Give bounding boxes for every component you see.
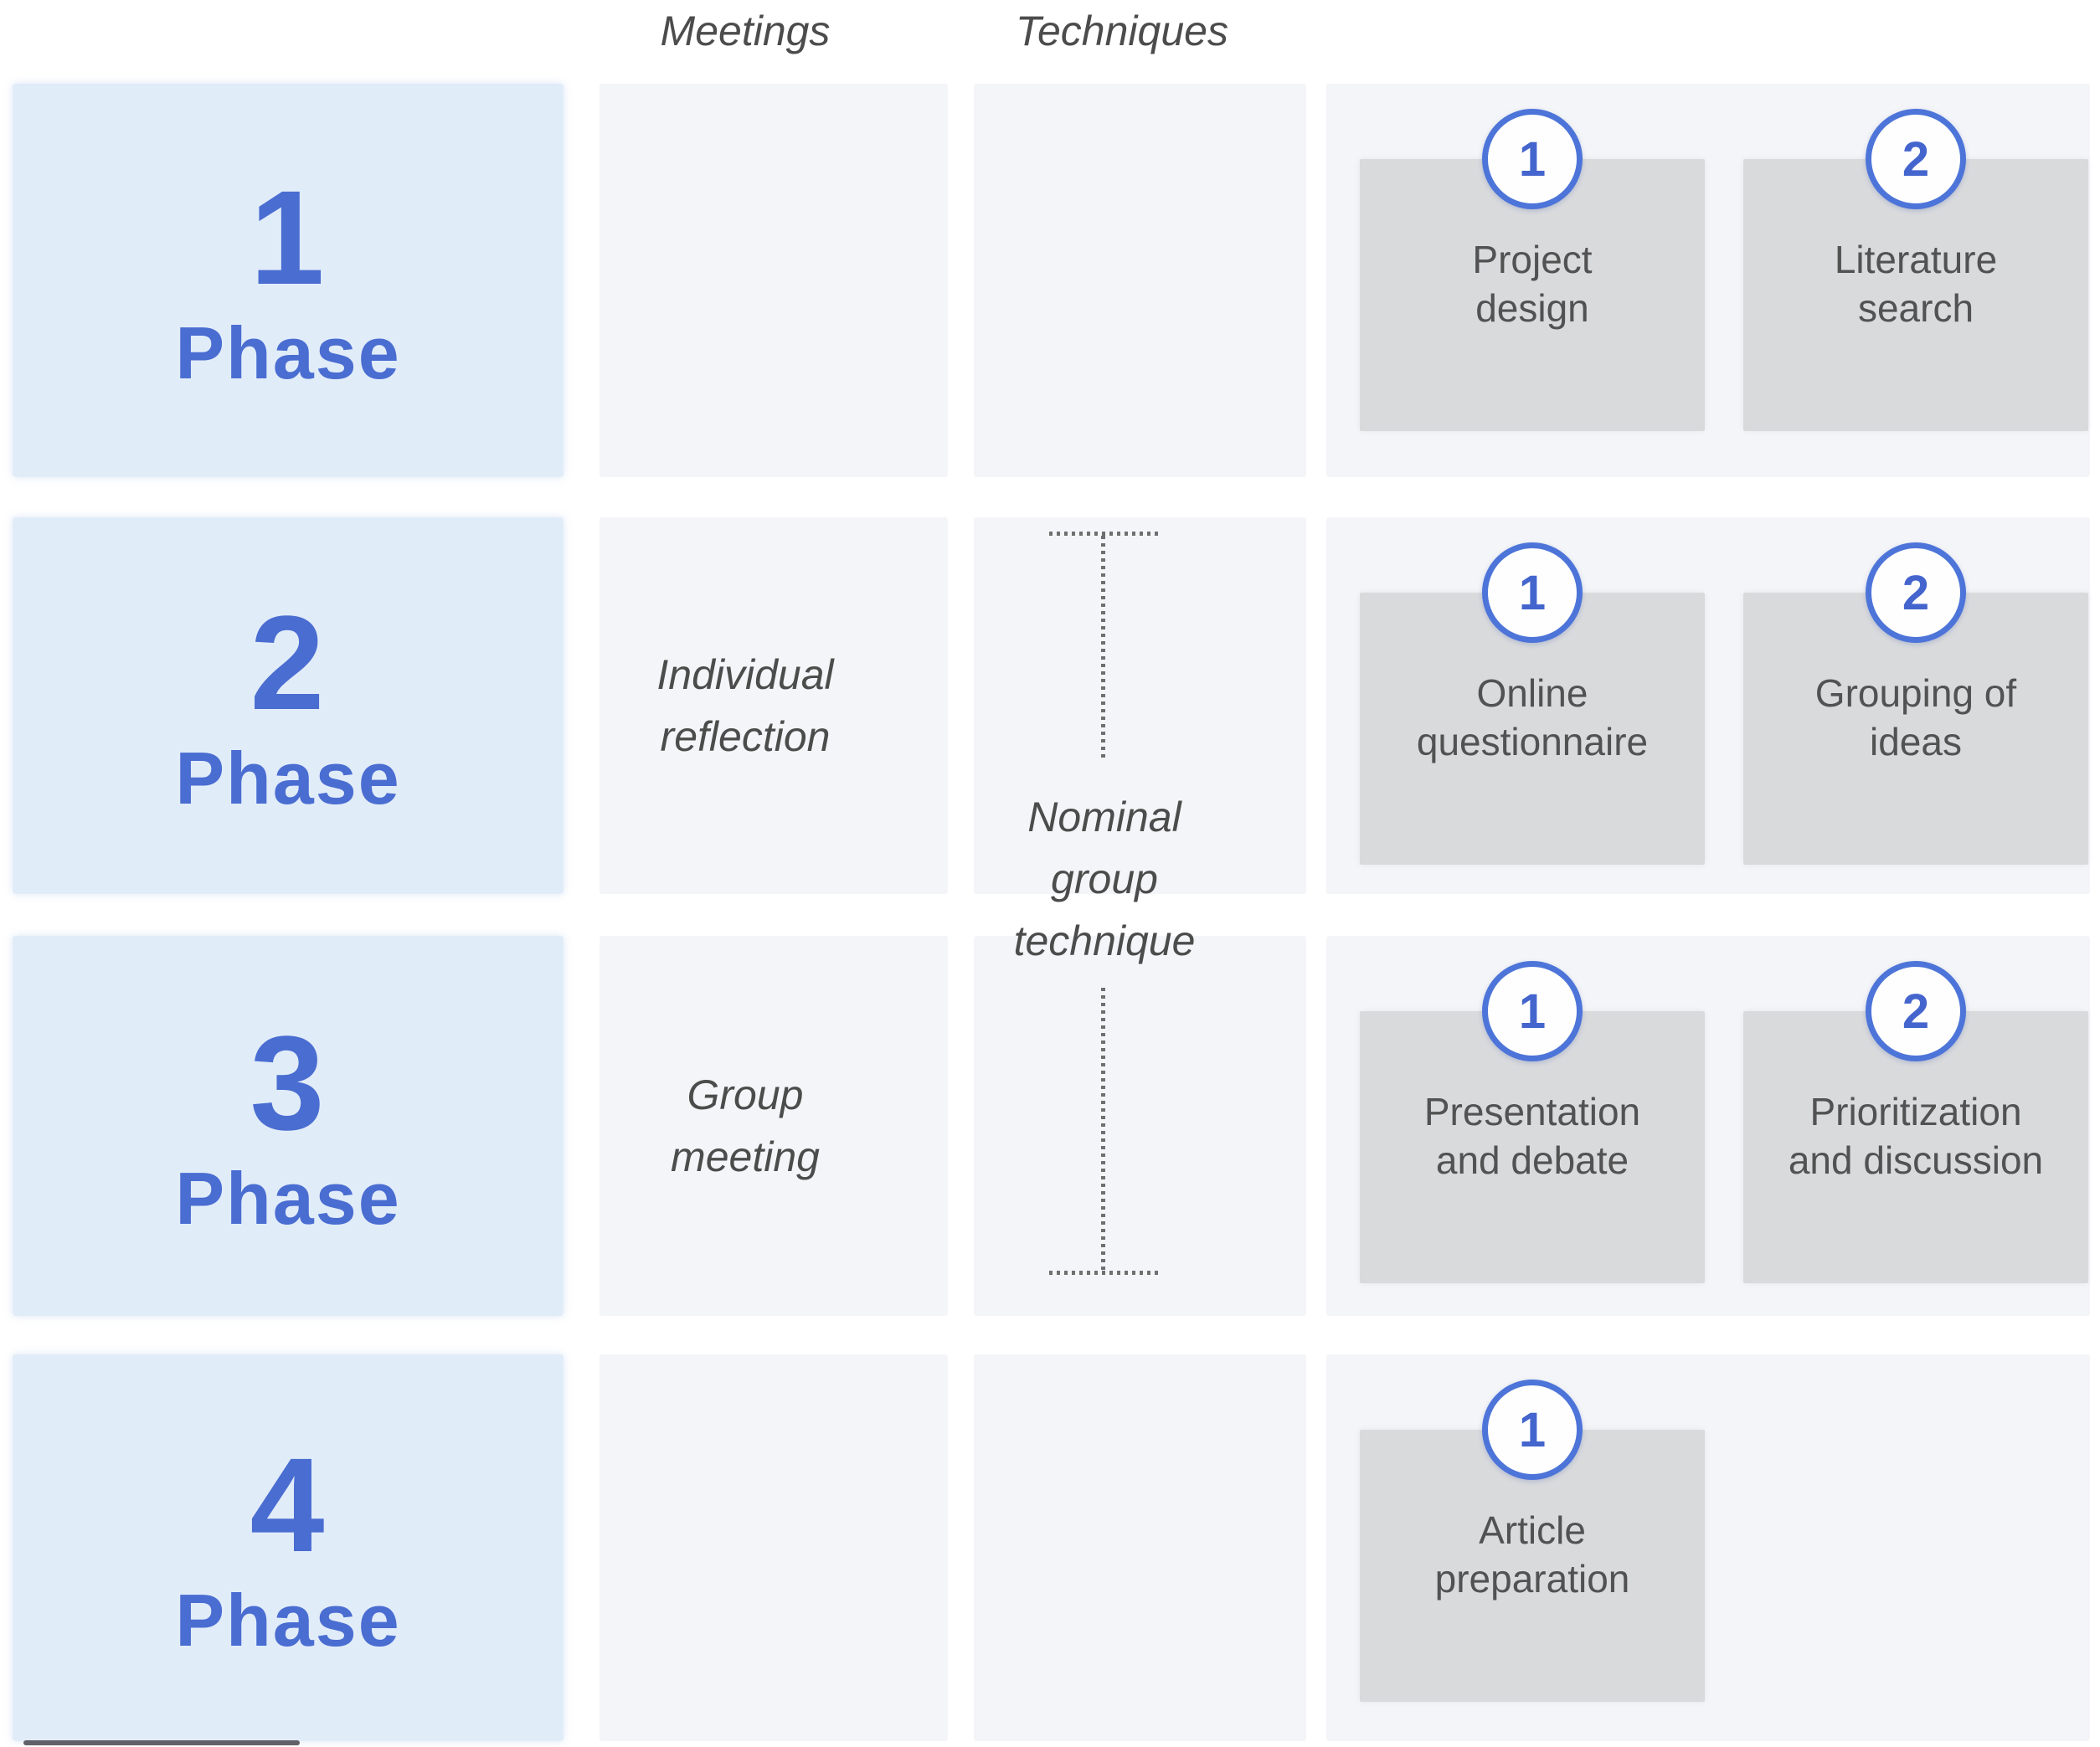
bracket-bottom-bar xyxy=(1049,1271,1160,1275)
step-number-badge-2: 2 xyxy=(1866,109,1966,209)
meeting-label-line: Individual xyxy=(656,651,834,698)
meeting-label-line: meeting xyxy=(671,1133,820,1180)
step-number-badge-2: 2 xyxy=(1866,542,1966,643)
step-title-line: Grouping of xyxy=(1814,671,2017,715)
step-title: Literature search xyxy=(1835,235,1997,332)
step-number-badge-1: 1 xyxy=(1482,961,1583,1061)
phase-3-row: 3 Phase Group meeting Presentation and d… xyxy=(0,936,2100,1316)
step-number-badge-2: 2 xyxy=(1866,961,1966,1061)
step-card-prioritization-and-discussion: Prioritization and discussion xyxy=(1743,1011,2088,1283)
step-title-line: Literature xyxy=(1834,237,1998,281)
meetings-column-background xyxy=(600,517,948,894)
step-title-line: questionnaire xyxy=(1416,719,1649,763)
step-title-line: design xyxy=(1475,285,1589,330)
step-title: Presentation and debate xyxy=(1424,1087,1640,1184)
technique-label-line: group xyxy=(1051,856,1158,902)
phase-3-card: 3 Phase xyxy=(13,936,564,1316)
phase-4-row: 4 Phase Article preparation 1 xyxy=(0,1354,2100,1741)
phase-4-label: Phase xyxy=(175,1579,401,1662)
meeting-label-line: reflection xyxy=(660,713,831,760)
techniques-column-background xyxy=(974,936,1306,1316)
techniques-column-background xyxy=(974,1354,1306,1741)
bracket-top-bar xyxy=(1049,532,1160,536)
phase-4-card: 4 Phase xyxy=(13,1354,564,1741)
meetings-column-background xyxy=(600,84,948,477)
phase-2-number: 2 xyxy=(250,588,327,737)
techniques-column-header: Techniques xyxy=(1016,8,1228,54)
technique-label-line: technique xyxy=(1013,917,1196,964)
step-title-line: Prioritization xyxy=(1809,1089,2022,1133)
scan-artifact-line xyxy=(23,1740,300,1745)
step-title-line: and debate xyxy=(1435,1138,1629,1182)
meetings-column-background xyxy=(600,1354,948,1741)
meetings-column-header: Meetings xyxy=(660,8,831,54)
techniques-column-background xyxy=(974,84,1306,477)
technique-label-nominal-group-technique: Nominal group technique xyxy=(1014,786,1196,972)
step-number-badge-1: 1 xyxy=(1482,1380,1583,1480)
step-title: Prioritization and discussion xyxy=(1789,1087,2043,1184)
step-title-line: search xyxy=(1857,285,1974,330)
meeting-label-group-meeting: Group meeting xyxy=(671,1064,820,1188)
step-number-badge-1: 1 xyxy=(1482,109,1583,209)
meeting-label-individual-reflection: Individual reflection xyxy=(656,644,833,768)
phase-3-label: Phase xyxy=(175,1157,401,1240)
phase-1-number: 1 xyxy=(250,162,327,312)
phase-1-row: 1 Phase Project design Literature search… xyxy=(0,84,2100,477)
meetings-column-background xyxy=(600,936,948,1316)
step-title: Online questionnaire xyxy=(1417,669,1648,766)
meeting-label-line: Group xyxy=(687,1071,804,1118)
step-title: Grouping of ideas xyxy=(1815,669,2016,766)
step-title-line: and discussion xyxy=(1788,1138,2044,1182)
phase-1-label: Phase xyxy=(175,311,401,394)
technique-label-line: Nominal xyxy=(1027,794,1181,840)
step-title-line: ideas xyxy=(1870,719,1962,763)
step-title-line: preparation xyxy=(1434,1556,1630,1601)
phase-2-label: Phase xyxy=(175,737,401,820)
step-card-grouping-of-ideas: Grouping of ideas xyxy=(1743,593,2088,865)
step-title-line: Project xyxy=(1472,237,1593,281)
step-title: Article preparation xyxy=(1435,1506,1630,1603)
step-title-line: Online xyxy=(1476,671,1588,715)
phase-3-number: 3 xyxy=(250,1008,327,1158)
phase-4-number: 4 xyxy=(250,1430,327,1580)
bracket-upper-line xyxy=(1101,536,1105,758)
bracket-lower-line xyxy=(1101,988,1105,1271)
step-number-badge-1: 1 xyxy=(1482,542,1583,643)
phase-2-card: 2 Phase xyxy=(13,517,564,894)
step-title-line: Presentation xyxy=(1423,1089,1641,1133)
phase-2-row: 2 Phase Individual reflection Online que… xyxy=(0,517,2100,894)
phase-1-card: 1 Phase xyxy=(13,84,564,477)
step-title-line: Article xyxy=(1479,1508,1586,1552)
techniques-column-background xyxy=(974,517,1306,894)
step-title: Project design xyxy=(1472,235,1592,332)
